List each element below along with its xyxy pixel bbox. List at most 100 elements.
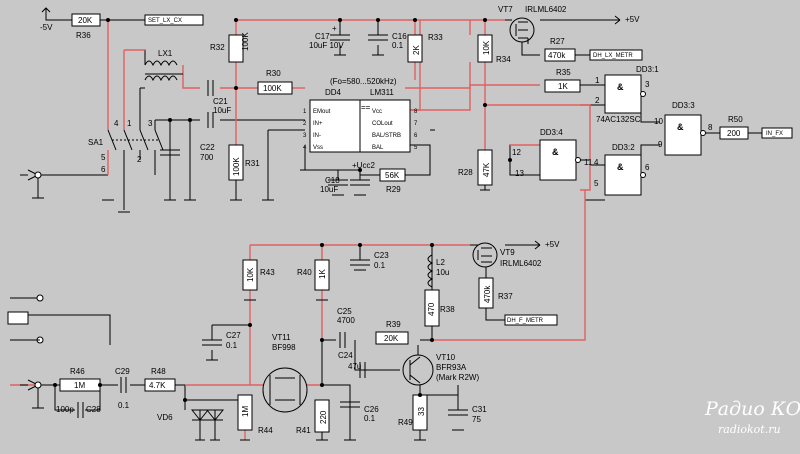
- resistor-r41: 220 R41: [296, 399, 330, 435]
- switch-sa1: SA1 4 1 3 5 6 2: [88, 119, 164, 174]
- c28-value: 100p: [56, 405, 74, 414]
- r27-ref: R27: [550, 37, 565, 46]
- svg-text:13: 13: [515, 169, 524, 178]
- sa1-ref: SA1: [88, 138, 104, 147]
- r44-ref: R44: [258, 426, 273, 435]
- resistor-r32: 100K R32: [210, 32, 250, 63]
- svg-text:6: 6: [414, 133, 418, 139]
- c23-ref: C23: [374, 251, 389, 260]
- vt10-ref: VT10: [436, 353, 456, 362]
- svg-text:8: 8: [708, 123, 713, 132]
- r49-value: 33: [417, 407, 426, 416]
- r36-value: 20K: [78, 16, 93, 25]
- vt9-part: IRLML6402: [500, 259, 542, 268]
- l2-ref: L2: [436, 258, 445, 267]
- resistor-r50: 200 R50: [719, 115, 749, 140]
- c17-ref: C17: [315, 32, 330, 41]
- r33-ref: R33: [428, 33, 443, 42]
- rail-labels: -5V +5V +5V: [40, 7, 640, 250]
- svg-text:3: 3: [303, 133, 307, 139]
- sa1-pin5: 5: [101, 153, 106, 162]
- svg-text:IN+: IN+: [313, 121, 323, 127]
- vt9-ref: VT9: [500, 248, 515, 257]
- r35-ref: R35: [556, 68, 571, 77]
- net-in-fx: IN_FX: [766, 131, 783, 137]
- r48-ref: R48: [151, 367, 166, 376]
- resistor-r49: 33 R49: [398, 394, 428, 431]
- c27-value: 0.1: [226, 341, 238, 350]
- svg-text:7: 7: [414, 121, 418, 127]
- r32-value: 100K: [241, 32, 250, 51]
- svg-text:IN-: IN-: [313, 133, 321, 139]
- r31-value: 100K: [232, 157, 241, 176]
- c28-ref: C28: [86, 405, 101, 414]
- svg-text:6: 6: [645, 163, 650, 172]
- c24-ref: C24: [338, 351, 353, 360]
- c18-value: 10uF: [320, 185, 338, 194]
- r30-value: 100K: [263, 84, 282, 93]
- svg-text:5: 5: [594, 179, 599, 188]
- vt7-part: IRLML6402: [525, 5, 567, 14]
- r36-ref: R36: [76, 31, 91, 40]
- chip-label: 74AC132SC: [596, 115, 641, 124]
- svg-text:4: 4: [303, 145, 307, 151]
- capacitor-c19: [350, 179, 370, 186]
- c17-value: 10uF 10V: [309, 41, 344, 50]
- r29-ref: R29: [386, 185, 401, 194]
- svg-text:BAL: BAL: [372, 145, 384, 151]
- r27-value: 470k: [548, 51, 566, 60]
- svg-text:9: 9: [658, 140, 663, 149]
- r39-value: 20K: [384, 334, 399, 343]
- svg-text:&: &: [552, 147, 559, 157]
- r34-value: 10K: [482, 40, 491, 55]
- svg-text:Vcc: Vcc: [372, 109, 382, 115]
- net-dh-f-metr: DH_F_METR: [507, 318, 544, 324]
- dd4-sym: ==: [361, 103, 371, 112]
- svg-text:5: 5: [414, 145, 418, 151]
- vt11-ref: VT11: [272, 333, 291, 342]
- dd4-ref: DD4: [325, 88, 342, 97]
- capacitor-c28: 100p C28: [56, 402, 101, 418]
- c21-ref: C21: [213, 97, 228, 106]
- r48-value: 4.7K: [149, 381, 166, 390]
- r46-ref: R46: [70, 367, 85, 376]
- svg-text:1: 1: [303, 109, 307, 115]
- r30-ref: R30: [266, 69, 281, 78]
- sa1-pin1: 1: [127, 119, 132, 128]
- capacitor-c22: C22 700: [160, 143, 215, 162]
- watermark-url: radiokot.ru: [718, 423, 781, 436]
- r43-ref: R43: [260, 268, 275, 277]
- capacitor-c21: C21 10uF: [207, 80, 231, 115]
- lx1-ref: LX1: [158, 49, 173, 58]
- r38-ref: R38: [440, 305, 455, 314]
- gate-dd33: & DD3:3 10 9 8: [654, 101, 713, 156]
- svg-text:10: 10: [654, 117, 663, 126]
- dd34-ref: DD3:4: [540, 128, 563, 137]
- resistor-r34: 10K R34: [477, 34, 511, 64]
- r28-value: 47K: [482, 162, 491, 177]
- transistor-vt9: VT9 IRLML6402: [470, 242, 542, 268]
- svg-text:8: 8: [414, 109, 418, 115]
- r41-value: 220: [319, 410, 328, 424]
- capacitor-c26: C26 0.1: [340, 401, 379, 423]
- r41-ref: R41: [296, 426, 311, 435]
- svg-text:Vss: Vss: [313, 145, 323, 151]
- watermark-main: Радио КОТ: [704, 398, 800, 420]
- resistor-r31: 100K R31: [228, 144, 260, 181]
- c26-value: 0.1: [364, 414, 376, 423]
- r35-value: 1K: [558, 82, 568, 91]
- r43-value: 10K: [246, 267, 255, 282]
- resistor-r39: 20K R39: [375, 320, 409, 345]
- transistor-vt10: VT10 BFR93A (Mark R2W): [402, 353, 479, 386]
- c23-value: 0.1: [374, 261, 386, 270]
- c25-value: 4700: [337, 316, 355, 325]
- capacitor-c24: C24 47u: [338, 351, 366, 378]
- l2-value: 10u: [436, 268, 449, 277]
- r50-value: 200: [727, 129, 741, 138]
- capacitor-c29: C29 0.1: [115, 367, 130, 410]
- r29-value: 56K: [385, 171, 400, 180]
- c31-ref: C31: [472, 405, 487, 414]
- svg-text:BAL/STRB: BAL/STRB: [372, 133, 401, 139]
- vd6-ref: VD6: [157, 413, 173, 422]
- gate-dd31: & DD3:1 1 2 3: [595, 65, 659, 114]
